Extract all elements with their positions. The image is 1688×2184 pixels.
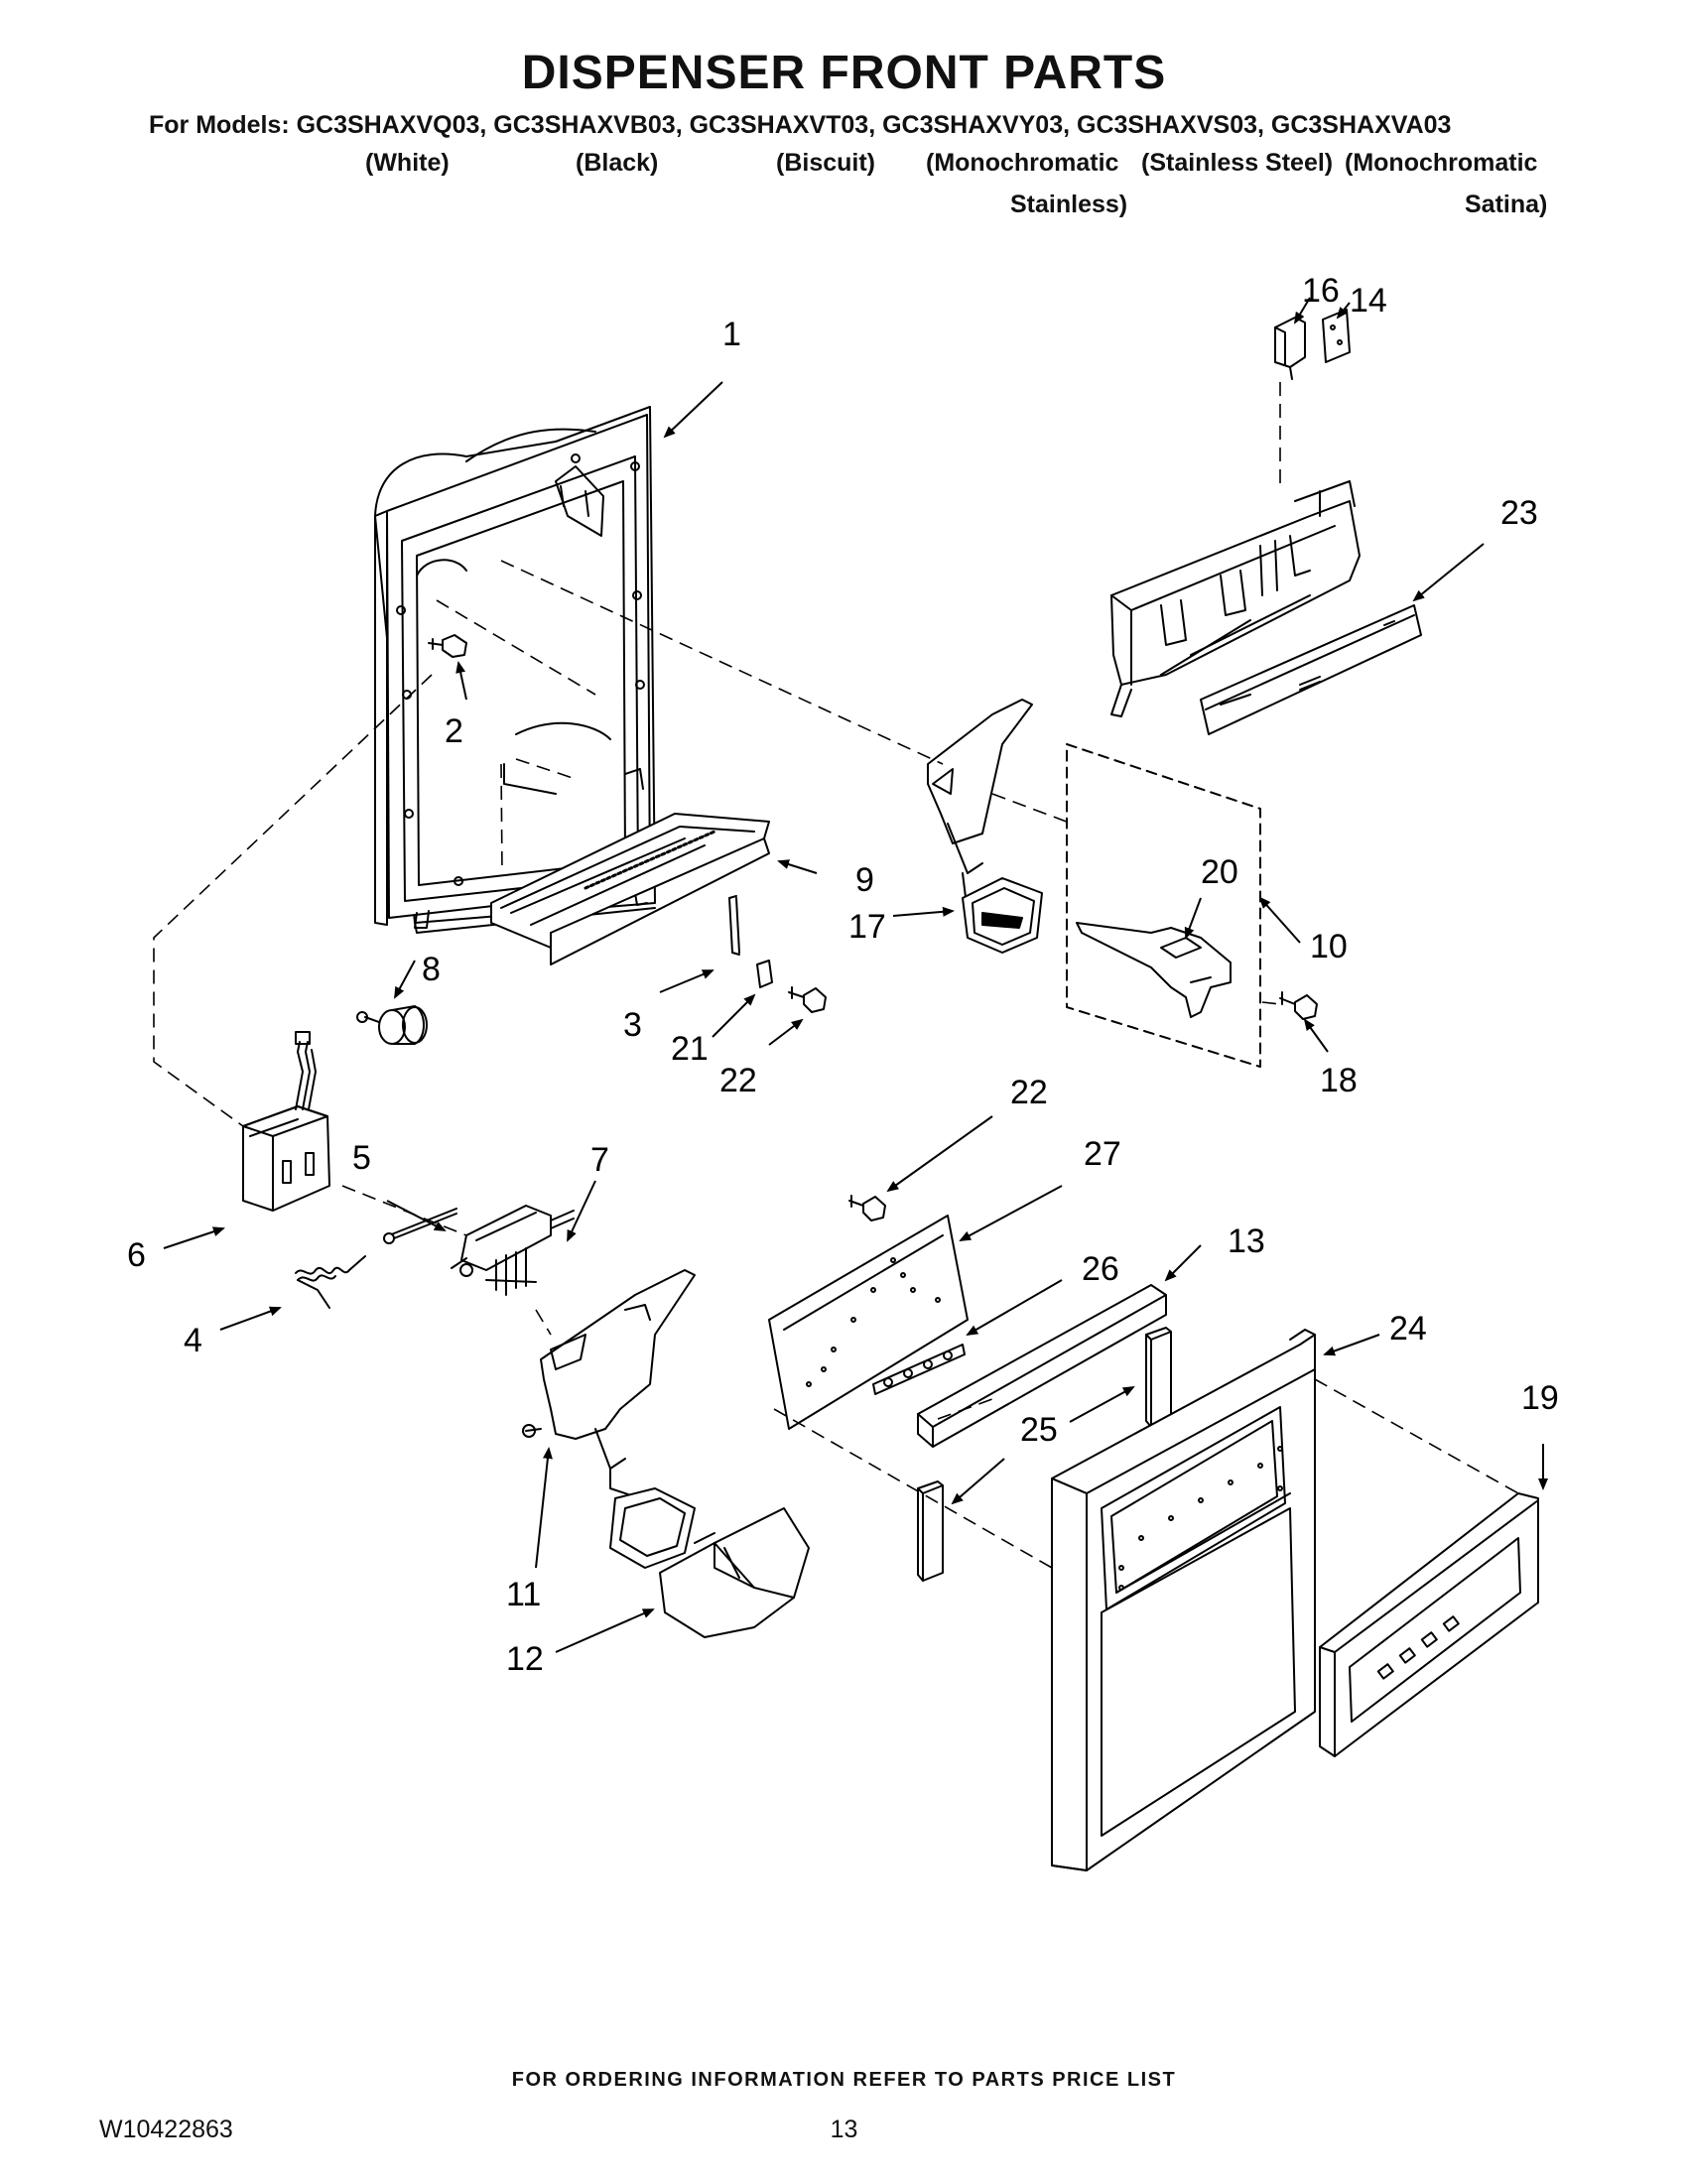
callout-8: 8 xyxy=(422,951,441,988)
callout-1: 1 xyxy=(722,316,741,353)
callout-20: 20 xyxy=(1201,853,1238,891)
part-18-screw xyxy=(1279,991,1318,1020)
callout-6: 6 xyxy=(127,1236,146,1274)
part-13-trim-bar xyxy=(917,1284,1167,1448)
ordering-note: FOR ORDERING INFORMATION REFER TO PARTS … xyxy=(511,2069,1177,2091)
callout-16: 16 xyxy=(1302,272,1340,310)
page-title: DISPENSER FRONT PARTS xyxy=(521,47,1167,99)
callout-10: 10 xyxy=(1310,928,1348,965)
part-1-dispenser-housing xyxy=(374,406,656,934)
callout-12: 12 xyxy=(506,1640,544,1678)
part-16-switch xyxy=(1274,317,1306,380)
part-22-screw-lower xyxy=(848,1195,886,1221)
part-20-lever-arm xyxy=(1076,922,1232,1018)
part-19-control-faceplate xyxy=(1319,1492,1539,1757)
part-2-screw xyxy=(428,634,467,658)
part-23-control-board xyxy=(1200,604,1422,735)
part-25-foam-block-upper xyxy=(1145,1327,1172,1428)
part-11-ice-lever xyxy=(522,1269,696,1569)
callout-19: 19 xyxy=(1521,1379,1559,1417)
part-25-foam-block-lower xyxy=(917,1480,944,1582)
callout-26: 26 xyxy=(1082,1250,1119,1288)
color-biscuit: (Biscuit) xyxy=(776,149,875,177)
color-black: (Black) xyxy=(576,149,659,177)
page-number: 13 xyxy=(830,2116,858,2143)
callout-3: 3 xyxy=(623,1006,642,1044)
models-line: For Models: GC3SHAXVQ03, GC3SHAXVB03, GC… xyxy=(149,111,1452,139)
part-21-clip xyxy=(756,960,773,988)
callout-5: 5 xyxy=(352,1139,371,1177)
part-26-button-strip xyxy=(872,1344,966,1395)
part-7-bracket xyxy=(451,1205,575,1296)
document-number: W10422863 xyxy=(99,2116,233,2143)
callout-14: 14 xyxy=(1350,282,1387,320)
callout-4: 4 xyxy=(184,1322,202,1359)
color-stainless: Stainless) xyxy=(1010,191,1128,218)
part-9-drip-tray xyxy=(490,813,770,965)
color-stainless-steel: (Stainless Steel) xyxy=(1141,149,1334,177)
part-8-damper xyxy=(356,1005,428,1045)
color-monochromatic-2: (Monochromatic xyxy=(1345,149,1538,177)
callout-21: 21 xyxy=(671,1030,709,1068)
part-5-pin xyxy=(383,1208,457,1244)
color-white: (White) xyxy=(365,149,450,177)
part-3-spring-clip xyxy=(728,895,740,956)
callout-17: 17 xyxy=(848,908,886,946)
part-4-spring xyxy=(295,1255,366,1309)
part-14-insulator xyxy=(1322,309,1351,363)
callout-9: 9 xyxy=(855,861,874,899)
part-17-water-lever xyxy=(927,699,1043,954)
color-variants: (White) (Black) (Biscuit) (Monochromatic… xyxy=(0,149,1688,228)
color-monochromatic-1: (Monochromatic xyxy=(926,149,1119,177)
callout-13: 13 xyxy=(1228,1222,1265,1260)
part-10-lever-assembly-box xyxy=(1066,743,1261,1068)
callout-2: 2 xyxy=(445,712,463,750)
callout-22-lower: 22 xyxy=(1010,1074,1048,1111)
color-satina: Satina) xyxy=(1465,191,1548,218)
part-6-dispenser-module xyxy=(242,1031,330,1212)
callout-22-upper: 22 xyxy=(719,1062,757,1099)
callout-18: 18 xyxy=(1320,1062,1358,1099)
callout-labels: 1 2 3 4 5 6 7 8 9 10 11 12 13 14 16 17 1… xyxy=(127,272,1559,1678)
part-12-ice-chute xyxy=(659,1507,810,1638)
callout-24: 24 xyxy=(1389,1310,1427,1348)
part-27-control-board xyxy=(768,1215,969,1430)
callout-7: 7 xyxy=(590,1141,609,1179)
callout-11: 11 xyxy=(506,1576,541,1613)
callout-27: 27 xyxy=(1084,1135,1121,1173)
callout-23: 23 xyxy=(1500,494,1538,532)
part-23-control-housing xyxy=(1110,480,1361,717)
leader-arrows xyxy=(163,297,1548,1653)
part-24-dispenser-front xyxy=(1051,1329,1316,1871)
callout-25: 25 xyxy=(1020,1411,1058,1449)
part-22-screw-upper xyxy=(788,986,827,1013)
